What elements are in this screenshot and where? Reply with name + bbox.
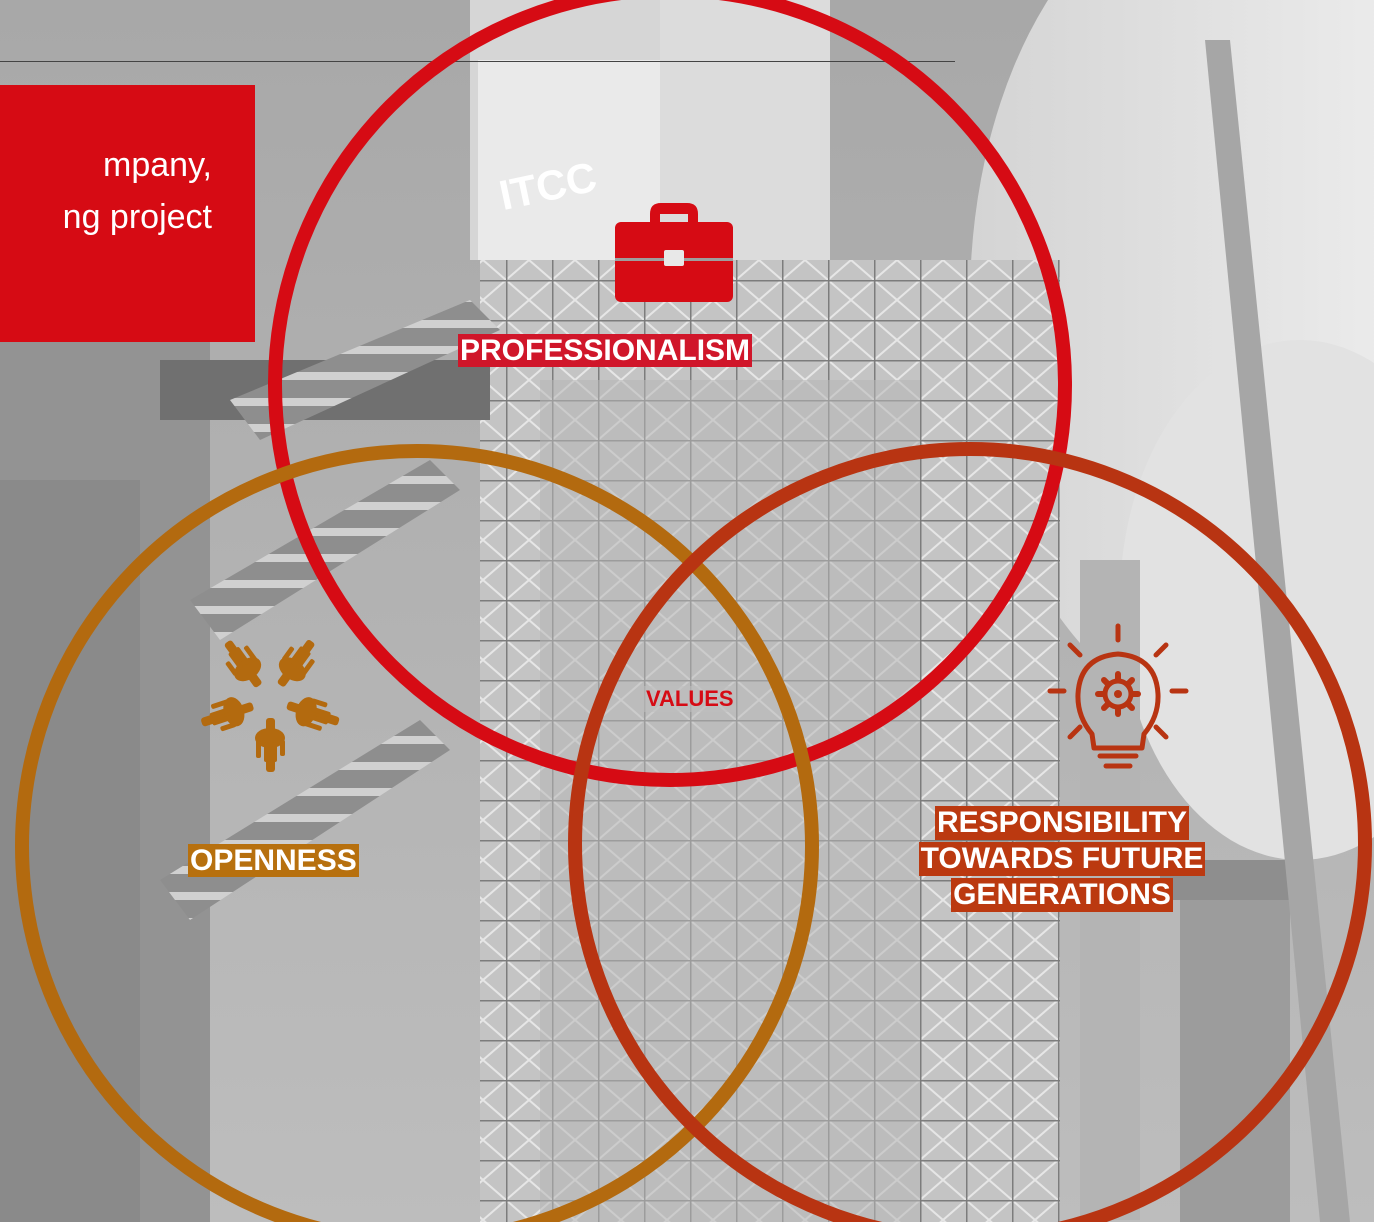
label-professionalism: PROFESSIONALISM	[458, 334, 753, 367]
center-label-values: VALUES	[644, 686, 736, 712]
circle-responsibility	[568, 442, 1372, 1222]
label-responsibility-line-3: GENERATIONS	[951, 878, 1173, 912]
label-responsibility: RESPONSIBILITY TOWARDS FUTURE GENERATION…	[886, 806, 1238, 914]
label-responsibility-line-2: TOWARDS FUTURE	[918, 842, 1206, 876]
intro-line-2: ng project	[62, 198, 212, 236]
label-responsibility-line-1: RESPONSIBILITY	[934, 806, 1190, 840]
intro-line-1: mpany,	[103, 146, 212, 184]
hands-circle-icon	[201, 640, 340, 772]
briefcase-icon	[615, 203, 733, 302]
circle-openness	[15, 444, 819, 1222]
label-openness: OPENNESS	[188, 844, 359, 877]
lightbulb-gear-icon	[1047, 623, 1189, 769]
circle-professionalism	[268, 0, 1072, 787]
intro-text-panel: mpany, ng project	[0, 85, 255, 342]
title-underline	[0, 61, 955, 62]
